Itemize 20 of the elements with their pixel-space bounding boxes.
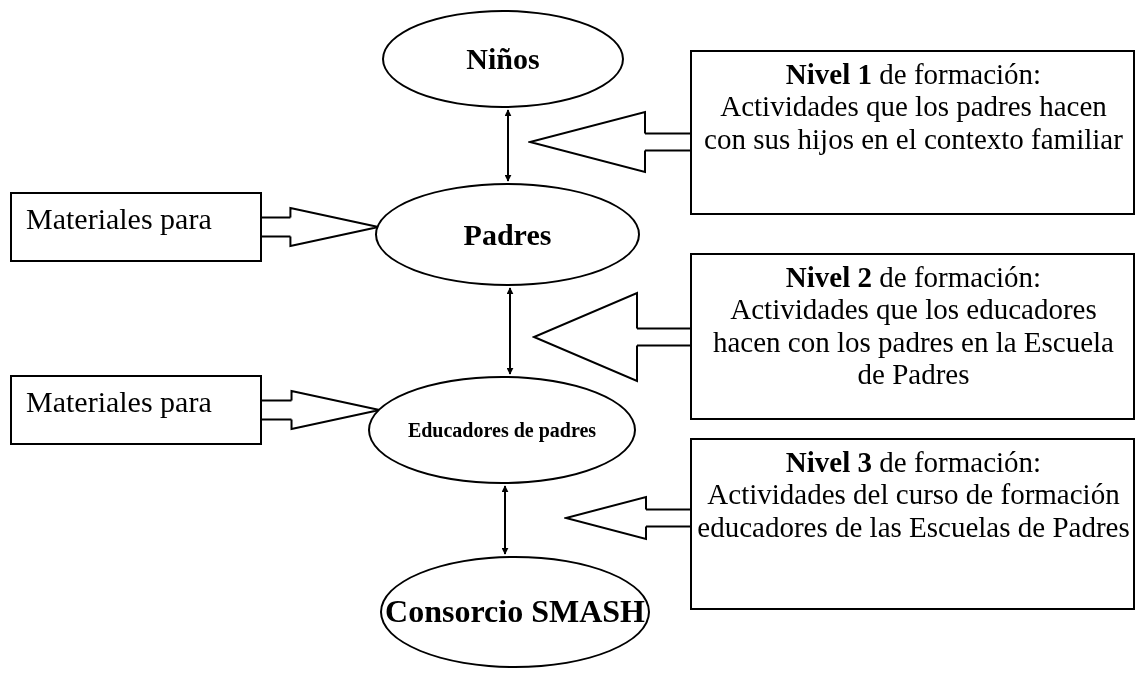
box-label: Materiales para (26, 202, 213, 236)
level-description: Actividades del curso de formación educadores de las Escuelas de Padres (696, 478, 1131, 544)
level-box (690, 438, 1135, 610)
double-arrow (501, 485, 509, 555)
level-description: Actividades que los educadores hacen con los padres en la Escuela de Padres (712, 293, 1115, 391)
level-description: Actividades que los padres hacen con sus hijos en el contexto familiar (703, 90, 1124, 156)
double-arrow (506, 287, 514, 375)
level-heading: Nivel 3 de formación: (784, 446, 1043, 479)
node-label: Consorcio SMASH (385, 594, 645, 630)
node-label: Educadores de padres (407, 418, 597, 442)
double-arrow (504, 109, 512, 182)
node-label: Niños (466, 42, 540, 76)
level-box (690, 50, 1135, 215)
level-heading: Nivel 2 de formación: (784, 261, 1043, 294)
level-heading: Nivel 1 de formación: (784, 58, 1043, 91)
material-box (10, 192, 262, 262)
box-label: Materiales para (26, 385, 213, 419)
level-box (690, 253, 1135, 420)
material-box (10, 375, 262, 445)
node-label: Padres (463, 217, 552, 252)
